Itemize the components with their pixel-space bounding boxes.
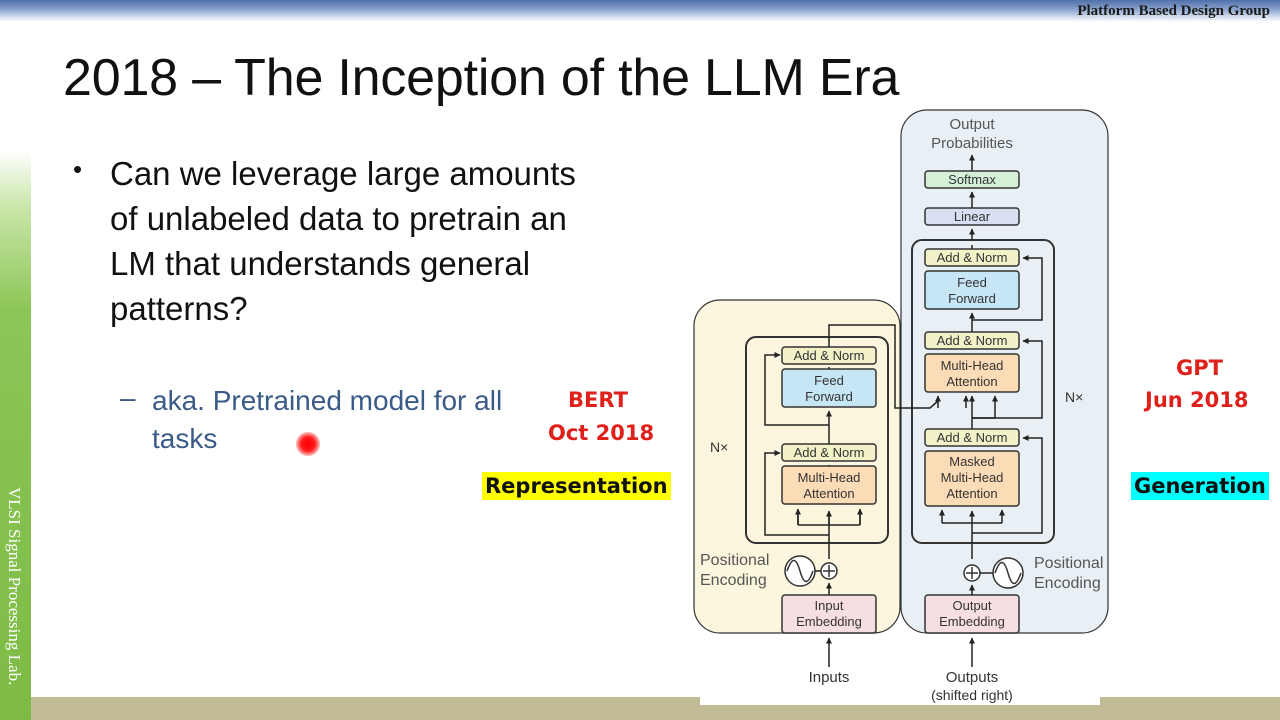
sidebar-lab-name: VLSI Signal Processing Lab. [5, 487, 24, 686]
decoder-positional-label-2: Encoding [1034, 575, 1101, 592]
encoder-positional-label-2: Encoding [700, 572, 767, 589]
encoder-attention-label-1: Multi-Head [798, 470, 861, 485]
decoder-add-norm-3-label: Add & Norm [937, 430, 1008, 445]
transformer-diagram: Add & Norm Feed Forward Add & Norm Multi… [693, 109, 1109, 705]
linear-label: Linear [954, 209, 991, 224]
decoder-feed-forward [924, 270, 1020, 310]
outputs-label-2: (shifted right) [931, 687, 1013, 703]
input-embedding-label-1: Input [815, 598, 844, 613]
header-bar [0, 0, 1280, 22]
linear-box [924, 207, 1020, 226]
decoder-attention-label-1: Multi-Head [941, 358, 1004, 373]
bert-date: Oct 2018 [548, 421, 655, 445]
sub-bullet-marker: – [120, 382, 136, 413]
sidebar-band [0, 150, 31, 720]
encoder-nx-label: N× [710, 439, 728, 455]
encoder-feed-forward-label-2: Forward [805, 389, 853, 404]
decoder-feed-forward-label-2: Forward [948, 291, 996, 306]
output-probabilities-label-1: Output [949, 116, 995, 133]
encoder-positional-label-1: Positional [700, 552, 769, 569]
slide-title: 2018 – The Inception of the LLM Era [63, 49, 900, 107]
representation-badge: Representation [482, 472, 671, 500]
bullet-marker: • [73, 154, 83, 184]
main-bullet: Can we leverage large amounts of unlabel… [110, 155, 576, 327]
decoder-attention-label-2: Attention [946, 374, 997, 389]
masked-attention-label-2: Multi-Head [941, 470, 1004, 485]
masked-attention-label-1: Masked [949, 454, 995, 469]
softmax-box [924, 170, 1020, 189]
decoder-add-norm-1-label: Add & Norm [937, 250, 1008, 265]
decoder-nx-label: N× [1065, 389, 1083, 405]
encoder-feed-forward-label-1: Feed [814, 373, 844, 388]
decoder-multi-head-attention [924, 353, 1020, 393]
gpt-date: Jun 2018 [1145, 388, 1249, 412]
gpt-label: GPT [1176, 356, 1223, 380]
encoder-attention-label-2: Attention [803, 486, 854, 501]
bert-label: BERT [568, 388, 628, 412]
decoder-stack [911, 239, 1055, 544]
output-probabilities-label-2: Probabilities [931, 135, 1013, 152]
sub-bullet: aka. Pretrained model for all tasks [152, 385, 503, 454]
encoder-add-norm-top-label: Add & Norm [794, 348, 865, 363]
encoder-add-norm-bottom-label: Add & Norm [794, 445, 865, 460]
output-embedding-label-1: Output [952, 598, 991, 613]
decoder-masked-attention [924, 450, 1020, 507]
inputs-label: Inputs [809, 669, 850, 686]
generation-badge: Generation [1131, 472, 1269, 500]
input-embedding-label-2: Embedding [796, 614, 862, 629]
outputs-label-1: Outputs [946, 669, 999, 686]
decoder-positional-label-1: Positional [1034, 555, 1103, 572]
softmax-label: Softmax [948, 172, 996, 187]
encoder-stack [745, 336, 889, 544]
output-embedding-label-2: Embedding [939, 614, 1005, 629]
decoder-add-norm-2-label: Add & Norm [937, 333, 1008, 348]
masked-attention-label-3: Attention [946, 486, 997, 501]
laser-pointer-dot [296, 432, 320, 456]
decoder-feed-forward-label-1: Feed [957, 275, 987, 290]
brand-label: Platform Based Design Group [1077, 3, 1270, 19]
